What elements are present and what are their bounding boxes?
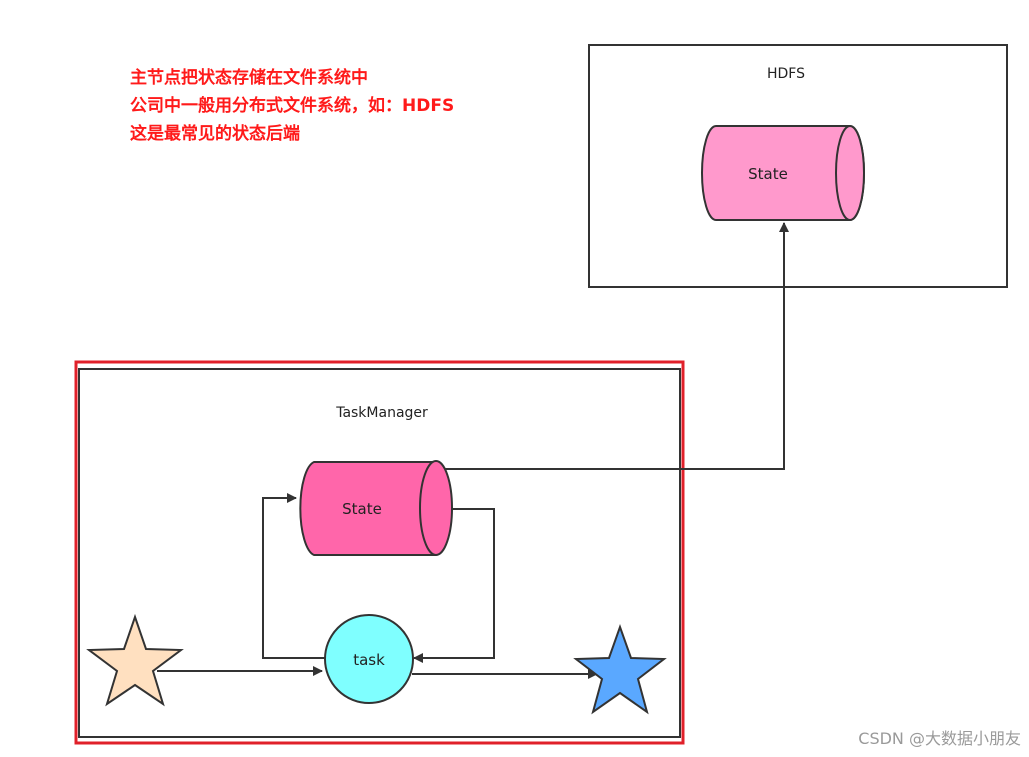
source-star-icon <box>86 613 184 707</box>
annotation-line-1: 主节点把状态存储在文件系统中 <box>130 68 368 88</box>
taskmanager-state-label: State <box>342 500 382 518</box>
hdfs-state-label: State <box>748 165 788 183</box>
task-node: task <box>324 614 414 704</box>
annotation-line-2: 公司中一般用分布式文件系统，如：HDFS <box>130 96 455 116</box>
task-label: task <box>353 651 385 669</box>
watermark: CSDN @大数据小朋友 <box>858 729 1021 748</box>
task-to-state-arrow <box>262 493 330 659</box>
taskmanager-highlight-border <box>74 360 685 745</box>
annotation-text: 主节点把状态存储在文件系统中 公司中一般用分布式文件系统，如：HDFS 这是最常… <box>130 64 454 148</box>
annotation-line-3: 这是最常见的状态后端 <box>130 124 300 144</box>
hdfs-title: HDFS <box>767 66 805 82</box>
state-to-task-arrow <box>413 508 495 663</box>
sink-star-icon <box>573 624 667 715</box>
taskmanager-state-cylinder: State <box>299 460 453 556</box>
hdfs-state-cylinder: State <box>701 125 865 221</box>
taskmanager-title: TaskManager <box>335 405 428 421</box>
checkpoint-to-hdfs-arrow <box>444 222 789 470</box>
